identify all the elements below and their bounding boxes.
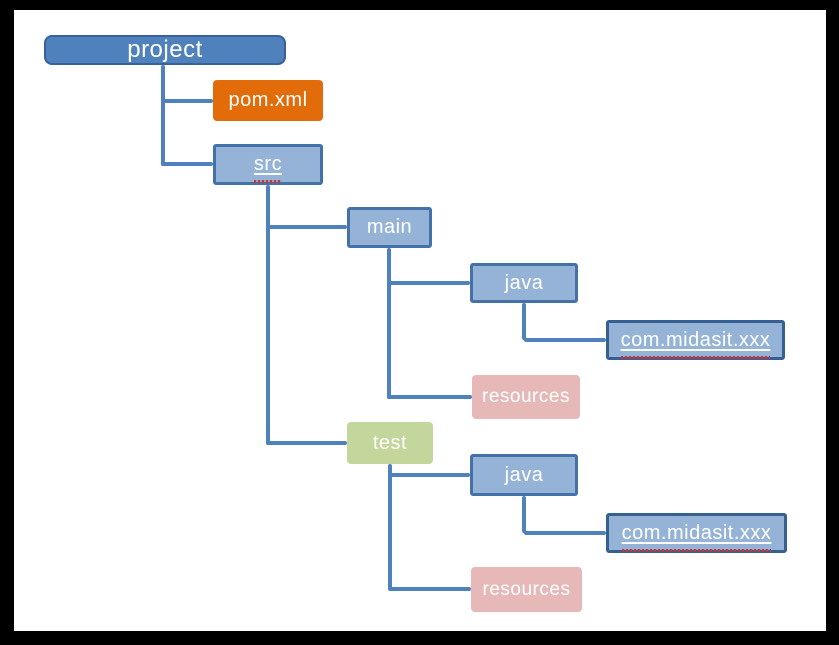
node-src-label: src: [253, 153, 283, 183]
node-test: test: [347, 422, 433, 464]
connector-to-src: [161, 162, 213, 166]
node-project: project: [44, 35, 286, 65]
node-main: main: [347, 207, 432, 248]
node-test-label: test: [372, 431, 408, 454]
diagram-canvas: project pom.xml src main java com.midasi…: [14, 10, 826, 631]
connector-to-pom: [163, 99, 213, 103]
node-resources-test-label: resources: [482, 578, 571, 600]
node-java-test-label: java: [504, 463, 544, 486]
connector-main-down: [387, 248, 391, 399]
node-resources-main-label: resources: [482, 386, 570, 407]
connector-to-java-main: [389, 281, 470, 285]
node-resources-main: resources: [472, 375, 580, 419]
connector-to-package-main: [524, 338, 606, 342]
node-package-main-label: com.midasit.xxx: [620, 328, 771, 359]
connector-to-package-test: [524, 531, 606, 535]
node-pom-label: pom.xml: [228, 89, 308, 111]
node-java-main-label: java: [504, 271, 544, 294]
connector-java-main-down: [522, 303, 526, 340]
node-pom-xml: pom.xml: [213, 80, 323, 121]
node-java-main: java: [470, 263, 578, 303]
connector-to-java-test: [390, 473, 470, 477]
node-package-test-label: com.midasit.xxx: [621, 521, 772, 552]
connector-to-main: [268, 225, 347, 229]
connector-project-down: [161, 65, 165, 166]
connector-to-resources-test: [388, 587, 471, 591]
node-main-label: main: [366, 216, 413, 238]
connector-to-test: [266, 441, 347, 445]
node-src: src: [213, 144, 323, 185]
node-package-test: com.midasit.xxx: [606, 513, 787, 553]
node-resources-test: resources: [471, 567, 582, 612]
node-package-main: com.midasit.xxx: [606, 320, 785, 360]
node-project-label: project: [127, 36, 203, 63]
node-java-test: java: [470, 454, 578, 496]
connector-src-down: [266, 185, 270, 445]
connector-java-test-down: [522, 496, 526, 533]
connector-to-resources-main: [387, 395, 472, 399]
connector-test-down: [388, 464, 392, 589]
